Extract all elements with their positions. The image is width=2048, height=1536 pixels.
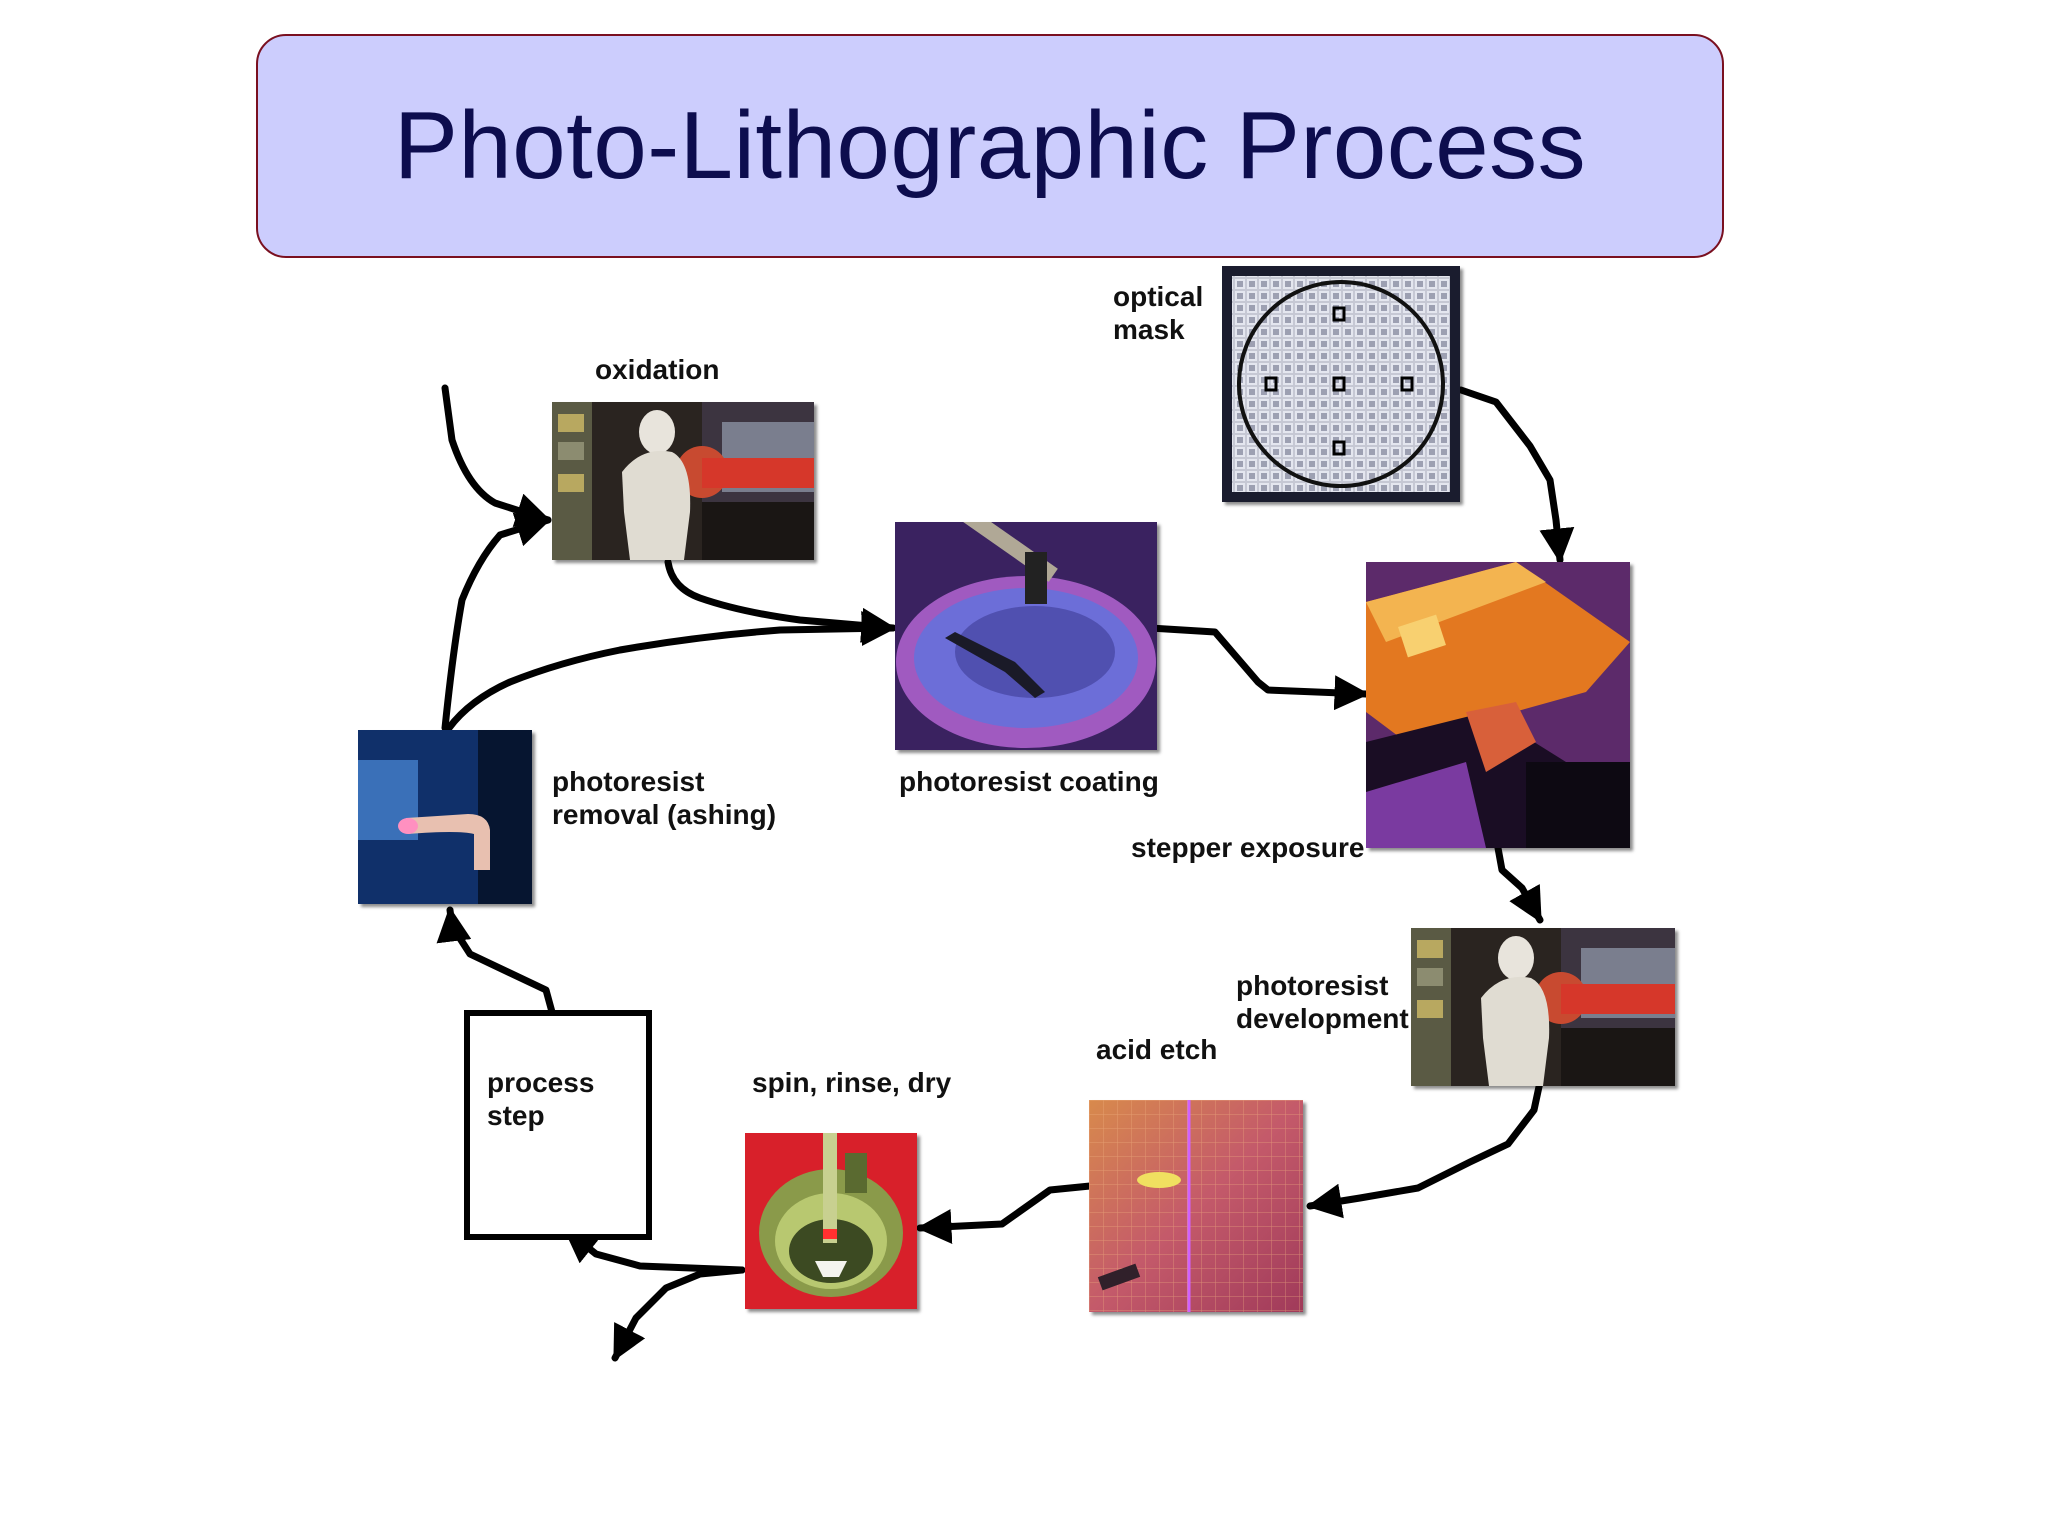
arrow-mask-to-stepper: [1457, 386, 1575, 564]
arrow-coating-to-stepper: [1146, 624, 1370, 711]
stepper-exposure-label: stepper exposure: [1131, 832, 1365, 863]
spin-rinse-dry-image: [745, 1133, 917, 1309]
photoresist-removal-image: [358, 730, 532, 904]
arrow-ashing-to-oxidation: [441, 512, 552, 732]
arrow-process-to-ashing: [436, 906, 556, 1016]
photoresist-development-image: [1411, 928, 1675, 1086]
arrow-ashing-to-coating: [445, 611, 897, 732]
spin-rinse-dry-label: spin, rinse, dry: [752, 1067, 952, 1098]
photoresist-removal-label-line1: photoresist: [552, 766, 705, 797]
stepper-exposure-image: [1366, 562, 1630, 848]
oxidation-label: oxidation: [595, 354, 720, 385]
photoresist-removal-label-line2: removal (ashing): [552, 799, 777, 830]
process-step-label: process step: [487, 1066, 594, 1132]
arrow-spin-to-process: [562, 1226, 746, 1274]
optical-mask-image: [1222, 266, 1460, 502]
photoresist-removal-label: photoresist removal (ashing): [552, 765, 776, 831]
photoresist-development-label: photoresist development: [1236, 969, 1409, 1035]
arrow-spin-to-output: [611, 1266, 746, 1362]
oxidation-image: [552, 402, 814, 560]
process-step-label-line1: process: [487, 1067, 595, 1098]
arrow-input-to-oxidation: [441, 384, 552, 528]
page-title: Photo-Lithographic Process: [393, 92, 1587, 199]
photoresist-development-label-line1: photoresist: [1236, 970, 1389, 1001]
photoresist-coating-label: photoresist coating: [899, 766, 1159, 797]
optical-mask-label-line2: mask: [1113, 314, 1185, 345]
optical-mask-label: optical mask: [1113, 280, 1203, 346]
photoresist-development-label-line2: development: [1236, 1003, 1409, 1034]
arrow-stepper-to-development: [1494, 844, 1544, 924]
arrow-development-to-etch: [1306, 1078, 1544, 1219]
arrow-etch-to-spin: [916, 1182, 1094, 1244]
process-step-label-line2: step: [487, 1100, 545, 1131]
photoresist-coating-image: [895, 522, 1157, 750]
optical-mask-label-line1: optical: [1113, 281, 1204, 312]
acid-etch-label: acid etch: [1096, 1034, 1218, 1065]
acid-etch-image: [1089, 1100, 1303, 1312]
title-banner: Photo-Lithographic Process: [256, 34, 1724, 258]
process-step-box: [464, 1010, 652, 1240]
arrow-oxidation-to-coating: [664, 558, 897, 643]
